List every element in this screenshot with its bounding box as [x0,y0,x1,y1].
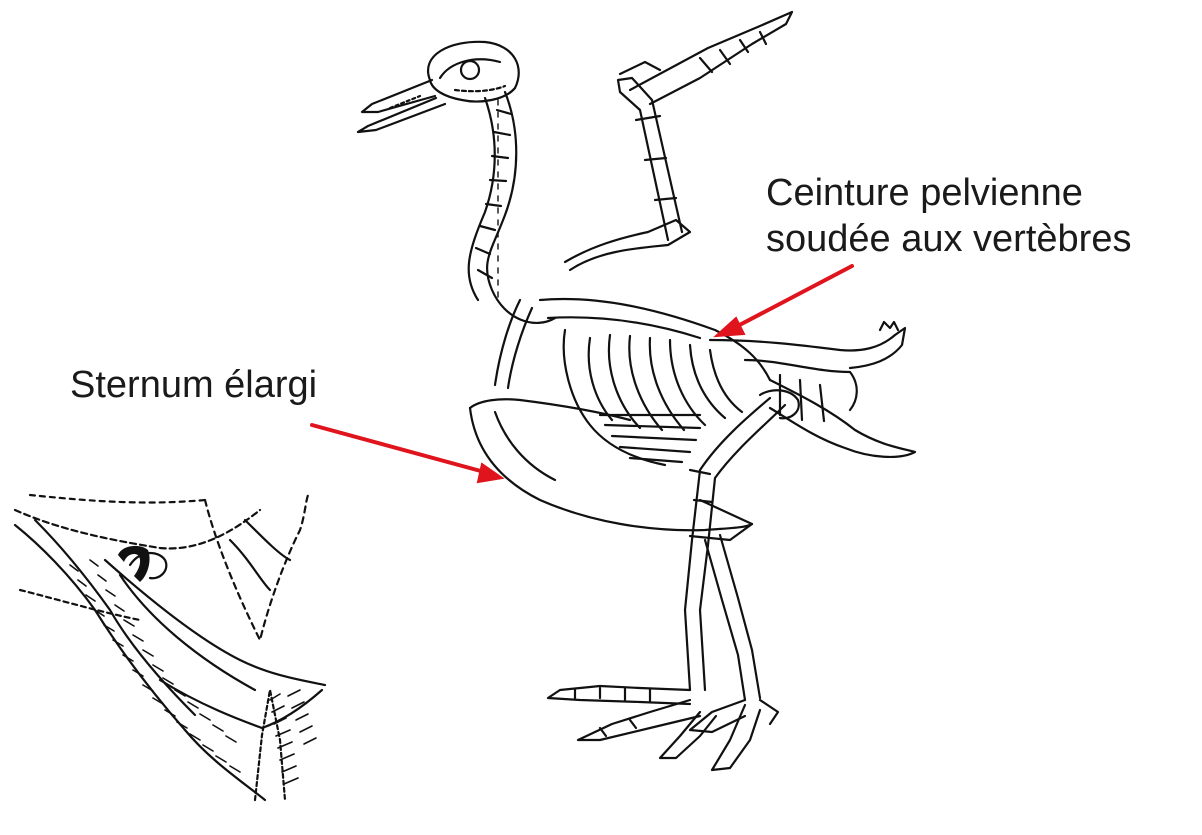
pelvis-and-tail [710,322,915,457]
pelvic-arrowhead [716,318,744,336]
sternum-arrow [312,425,488,473]
sternum-label: Sternum élargi [70,362,317,408]
wing [565,12,792,270]
inset-sternum-detail [15,495,325,800]
feet [548,686,778,770]
neck-vertebrae [469,92,555,323]
legs [685,390,799,700]
pelvic-girdle-label: Ceinture pelvienne soudée aux vertèbres [766,170,1131,263]
arrows [312,266,852,482]
pelvic-arrow [730,266,852,330]
inset-hatching [70,560,316,784]
sternum-arrowhead [478,464,502,482]
pelvic-label-line2: soudée aux vertèbres [766,216,1131,262]
pelvic-label-line1: Ceinture pelvienne [766,170,1131,216]
beak [358,80,445,132]
